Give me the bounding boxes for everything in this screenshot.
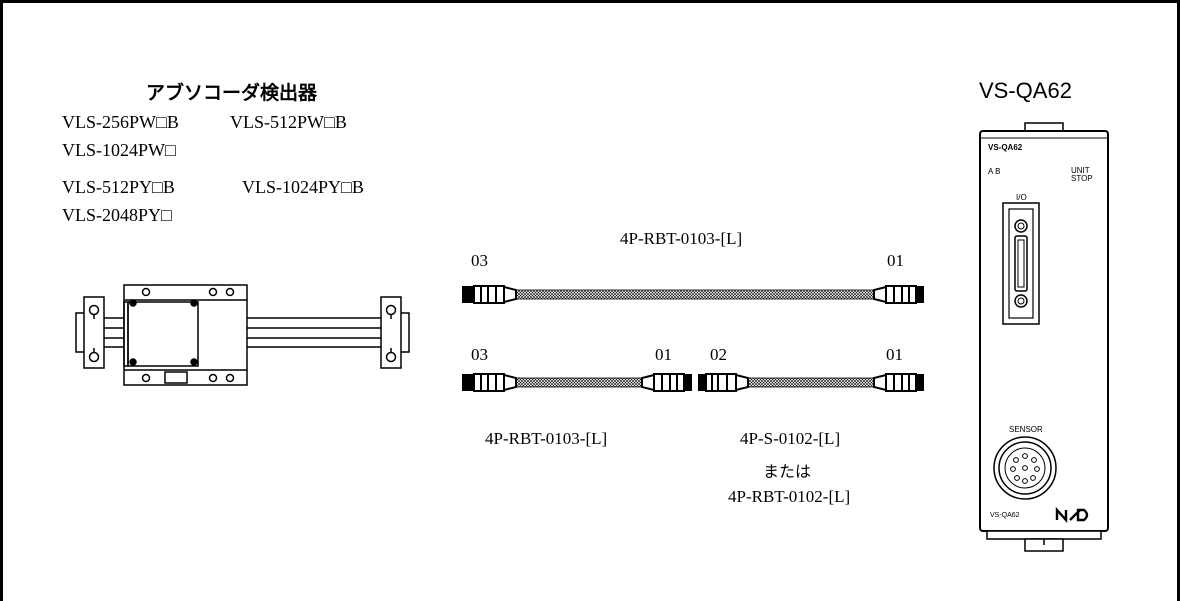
connector-icon [462, 373, 517, 392]
connector-icon [698, 373, 749, 392]
cable-icon [462, 285, 924, 304]
cable-label-bottom-right: 4P-S-0102-[L] [740, 429, 841, 448]
encoder-model: VLS-1024PW□ [62, 140, 176, 160]
connector-number: 03 [471, 251, 488, 270]
cable-icon [698, 373, 924, 392]
connector-number: 01 [886, 345, 903, 364]
connector-number: 01 [887, 251, 904, 270]
plc-module-icon [979, 122, 1109, 552]
unit-stop-label: UNIT STOP [1071, 167, 1093, 183]
sensor-label: SENSOR [1009, 425, 1043, 434]
connector-icon [641, 373, 692, 392]
connector-icon [873, 285, 924, 304]
encoder-model: VLS-256PW□B [62, 112, 179, 132]
connector-icon [873, 373, 924, 392]
cable-label-bottom-left: 4P-RBT-0103-[L] [485, 429, 608, 448]
unit-title: VS-QA62 [979, 78, 1072, 103]
bottom-model-label: VS-QA62 [990, 512, 1020, 519]
encoder-model: VLS-512PY□B [62, 177, 175, 197]
encoder-model: VLS-2048PY□ [62, 205, 172, 225]
connector-icon [462, 285, 517, 304]
unit-stop-line2: STOP [1071, 174, 1093, 183]
cable-label-alt: 4P-RBT-0102-[L] [728, 487, 851, 506]
encoder-model: VLS-512PW□B [230, 112, 347, 132]
unit-stop-line1: UNIT [1071, 166, 1090, 175]
connector-number: 01 [655, 345, 672, 364]
cable-label-or: または [763, 462, 812, 481]
cable-icon [462, 373, 692, 392]
panel-model-label: VS-QA62 [988, 143, 1023, 152]
nsd-logo-icon [1055, 506, 1089, 524]
ab-led-label: A B [988, 167, 1001, 176]
connector-number: 02 [710, 345, 727, 364]
absocoder-sensor-icon [75, 284, 410, 386]
connector-number: 03 [471, 345, 488, 364]
encoder-model: VLS-1024PY□B [242, 177, 364, 197]
encoder-title: アブソコーダ検出器 [146, 82, 318, 104]
cable-label-top: 4P-RBT-0103-[L] [620, 229, 743, 248]
io-label: I/O [1016, 193, 1027, 202]
